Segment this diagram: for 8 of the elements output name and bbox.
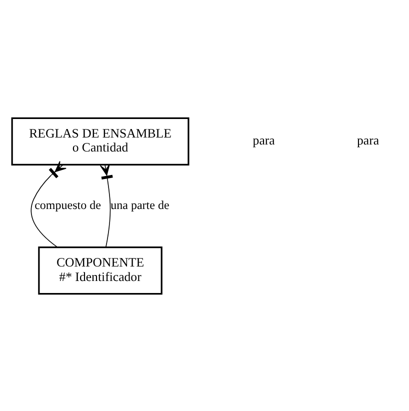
connector xyxy=(100,163,113,248)
label: para xyxy=(252,133,275,148)
connector xyxy=(30,160,66,248)
edge-label: una parte de xyxy=(110,197,170,212)
node-box: REGLAS DE ENSAMBLE o Cantidad xyxy=(11,116,190,166)
edge-label: compuesto de xyxy=(34,197,102,212)
node-box: COMPONENTE #* Identificador xyxy=(38,246,162,294)
label: para xyxy=(357,133,380,148)
